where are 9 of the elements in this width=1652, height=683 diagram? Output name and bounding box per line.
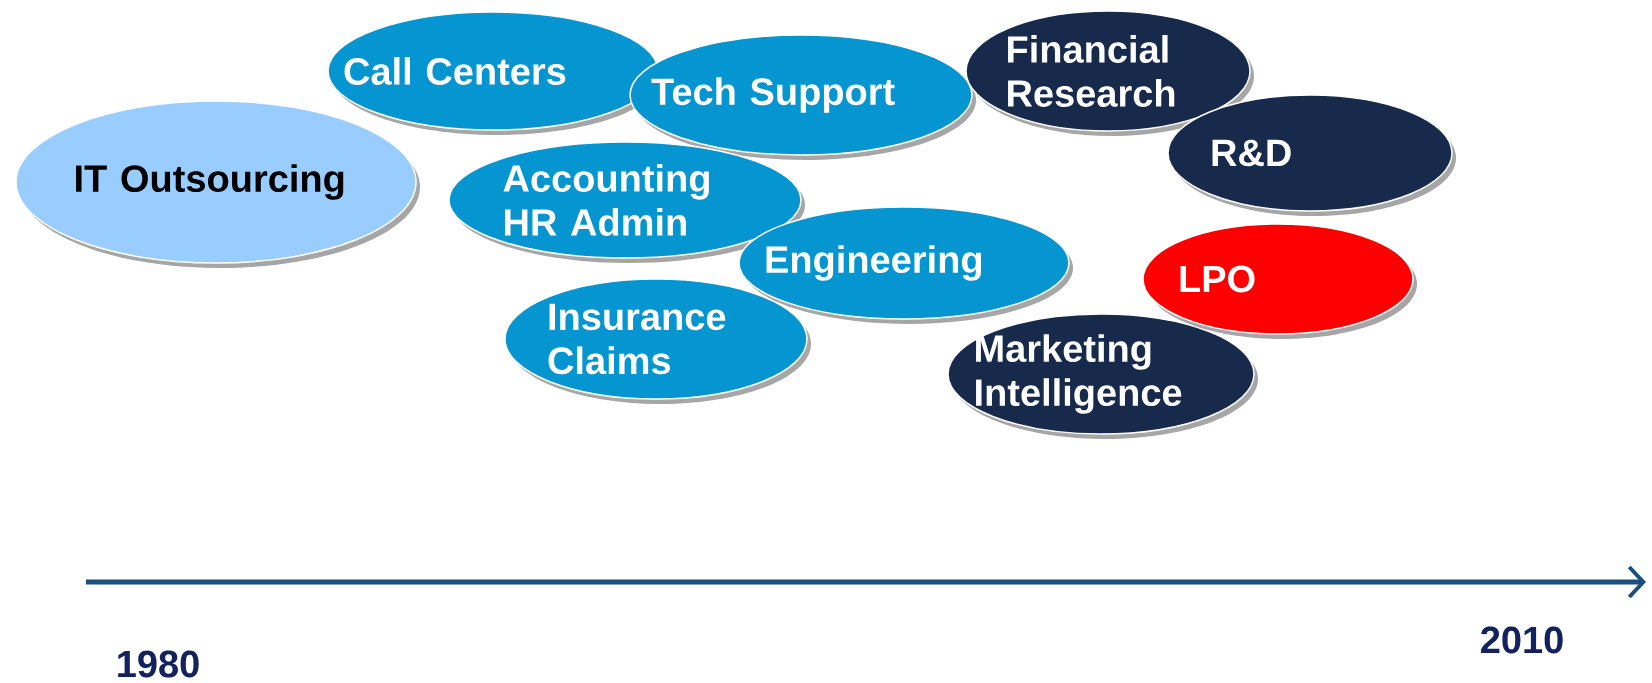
ellipse-bubble: LPO <box>1142 223 1417 339</box>
ellipse-bubble: Engineering <box>738 206 1073 324</box>
ellipse-bubble: IT Outsourcing <box>15 100 420 268</box>
ellipse-bubble: Tech Support <box>629 34 976 160</box>
year-label: 1980 <box>118 650 199 678</box>
ellipse-bubble: Marketing Intelligence <box>947 313 1258 439</box>
ellipse-bubble: Financial Research <box>965 10 1254 136</box>
year-label: 2010 <box>1481 626 1563 654</box>
ellipse-bubble: Insurance Claims <box>504 278 811 404</box>
